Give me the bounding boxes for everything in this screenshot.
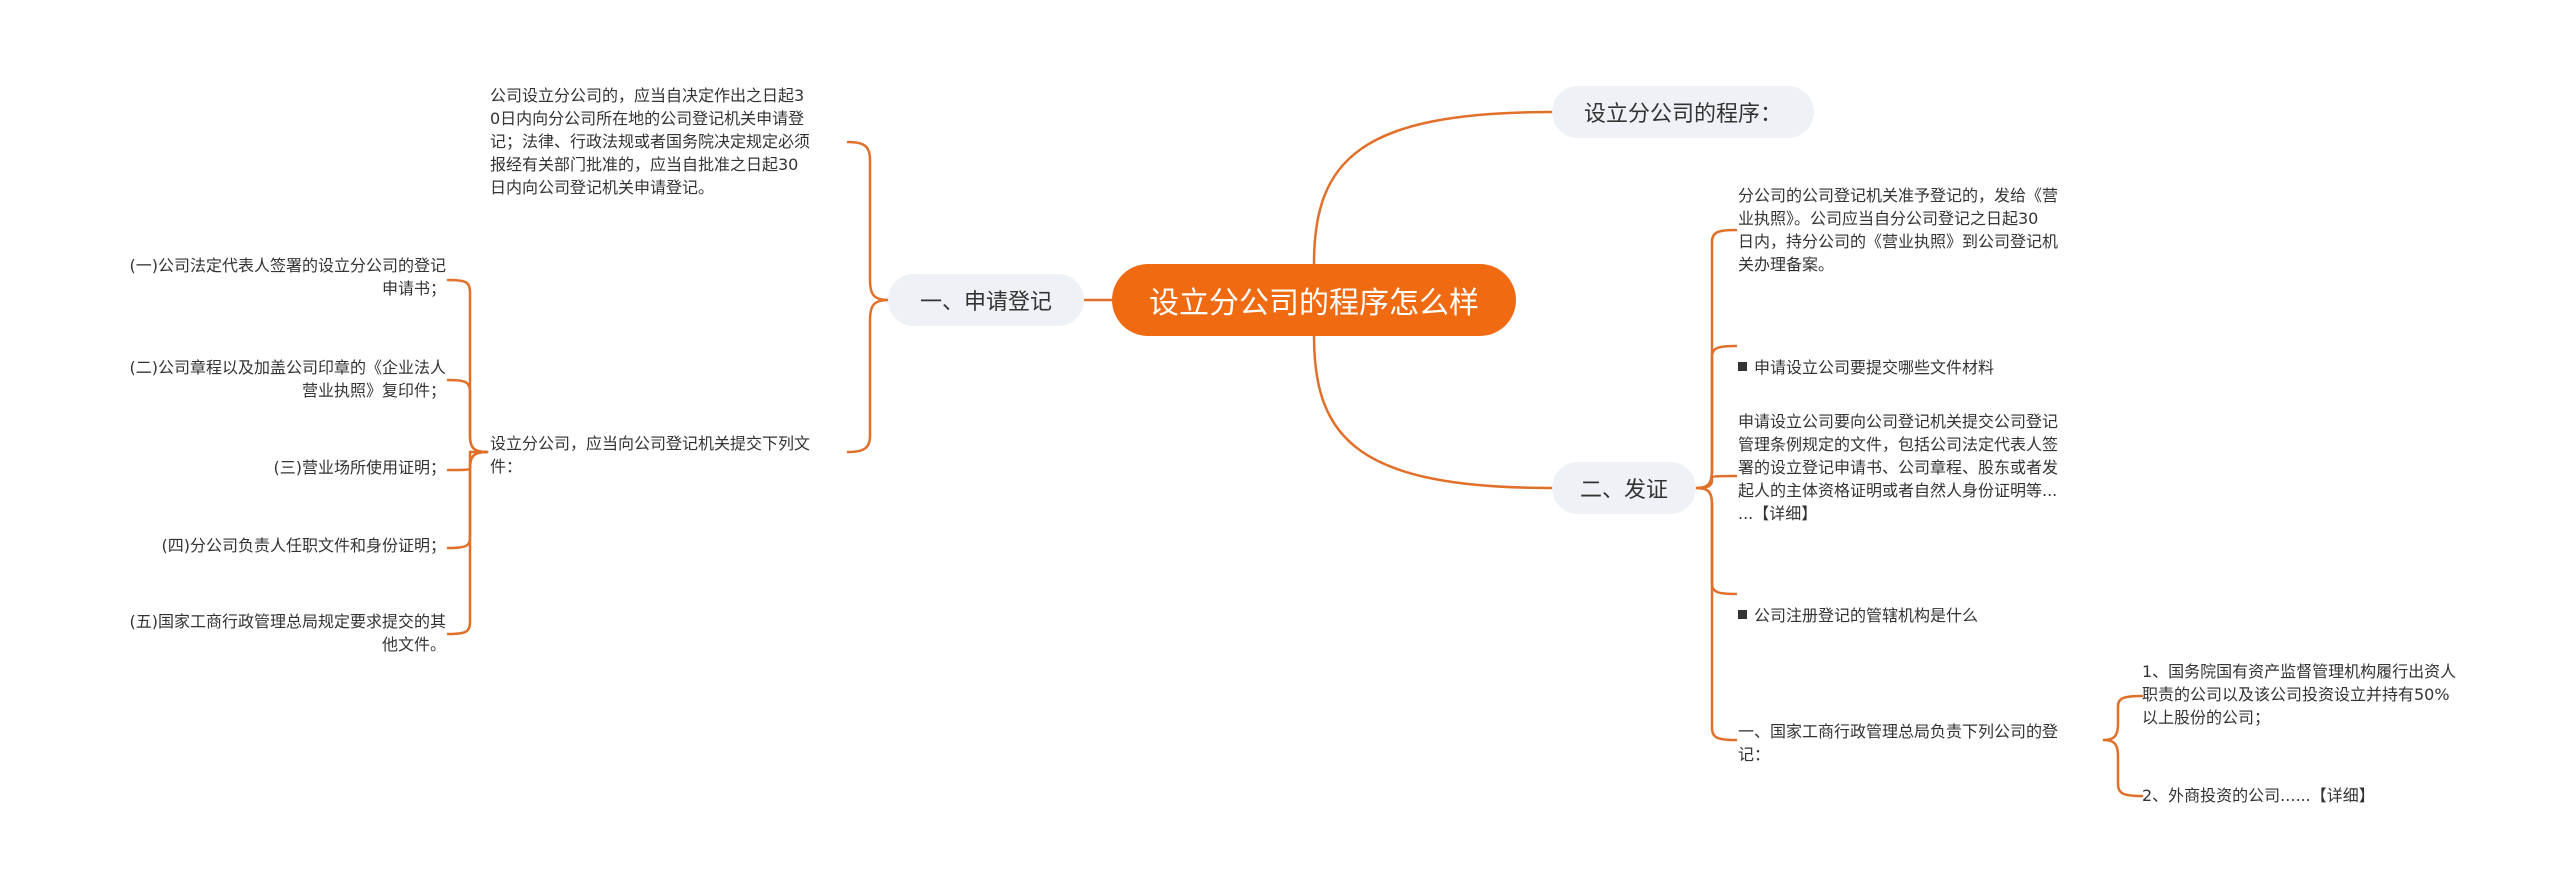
license-text-3: 一、国家工商行政管理总局负责下列公司的登 记： — [1738, 722, 2059, 764]
register-text-2: 设立分公司，应当向公司登记机关提交下列文 件： — [490, 434, 811, 476]
branch-license[interactable]: 二、发证 — [1552, 462, 1696, 514]
link-sub-2 — [2102, 738, 2144, 798]
link-license-link1 — [1695, 344, 1738, 490]
branch-procedure-label: 设立分公司的程序： — [1583, 102, 1782, 127]
register-text-1: 公司设立分公司的，应当自决定作出之日起3 0日内向分公司所在地的公司登记机关申请… — [490, 86, 811, 197]
link-docs-4 — [446, 450, 489, 550]
bullet-icon — [1738, 610, 1747, 619]
root-topic-label: 设立分公司的程序怎么样 — [1149, 286, 1479, 321]
link-root-procedure — [1312, 110, 1554, 266]
license-sub-2[interactable]: 2、外商投资的公司......【详细】 — [2142, 786, 2375, 805]
license-text-2: 申请设立公司要向公司登记机关提交公司登记 管理条例规定的文件，包括公司法定代表人… — [1738, 412, 2059, 523]
branch-register[interactable]: 一、申请登记 — [888, 274, 1084, 326]
link-docs-3 — [446, 450, 489, 472]
license-sub-1: 1、国务院国有资产监督管理机构履行出资人 职责的公司以及该公司投资设立并持有50… — [2142, 662, 2457, 727]
link-docs-1 — [446, 278, 489, 454]
register-doc-3: (三)营业场所使用证明； — [273, 458, 447, 477]
link-register-text1 — [846, 140, 891, 302]
link-root-license — [1312, 334, 1554, 490]
link-register-text2 — [846, 298, 891, 454]
register-doc-1: (一)公司法定代表人签署的设立分公司的登记 申请书； — [129, 256, 447, 298]
register-doc-4: (四)分公司负责人任职文件和身份证明； — [161, 536, 447, 555]
register-doc-2: (二)公司章程以及加盖公司印章的《企业法人 营业执照》复印件； — [129, 358, 447, 400]
link-license-link2 — [1695, 486, 1738, 596]
branch-register-label: 一、申请登记 — [919, 290, 1052, 315]
link-docs-5 — [446, 450, 489, 636]
license-link-2-label: 公司注册登记的管辖机构是什么 — [1754, 606, 1979, 625]
link-sub-1 — [2102, 694, 2144, 742]
link-docs-2 — [446, 378, 489, 454]
branch-procedure[interactable]: 设立分公司的程序： — [1552, 86, 1814, 138]
root-topic[interactable]: 设立分公司的程序怎么样 — [1112, 264, 1516, 336]
license-link-2[interactable]: 公司注册登记的管辖机构是什么 — [1738, 581, 2108, 627]
link-license-text3 — [1695, 486, 1738, 742]
link-license-text2 — [1695, 474, 1738, 490]
register-doc-5: (五)国家工商行政管理总局规定要求提交的其 他文件。 — [129, 612, 447, 654]
branch-license-label: 二、发证 — [1579, 478, 1668, 503]
license-text-1: 分公司的公司登记机关准予登记的，发给《营 业执照》。公司应当自分公司登记之日起3… — [1738, 186, 2059, 274]
license-link-1-label: 申请设立公司要提交哪些文件材料 — [1754, 358, 1995, 377]
link-license-text1 — [1695, 228, 1738, 490]
bullet-icon — [1738, 362, 1747, 371]
license-link-1[interactable]: 申请设立公司要提交哪些文件材料 — [1738, 333, 2108, 379]
